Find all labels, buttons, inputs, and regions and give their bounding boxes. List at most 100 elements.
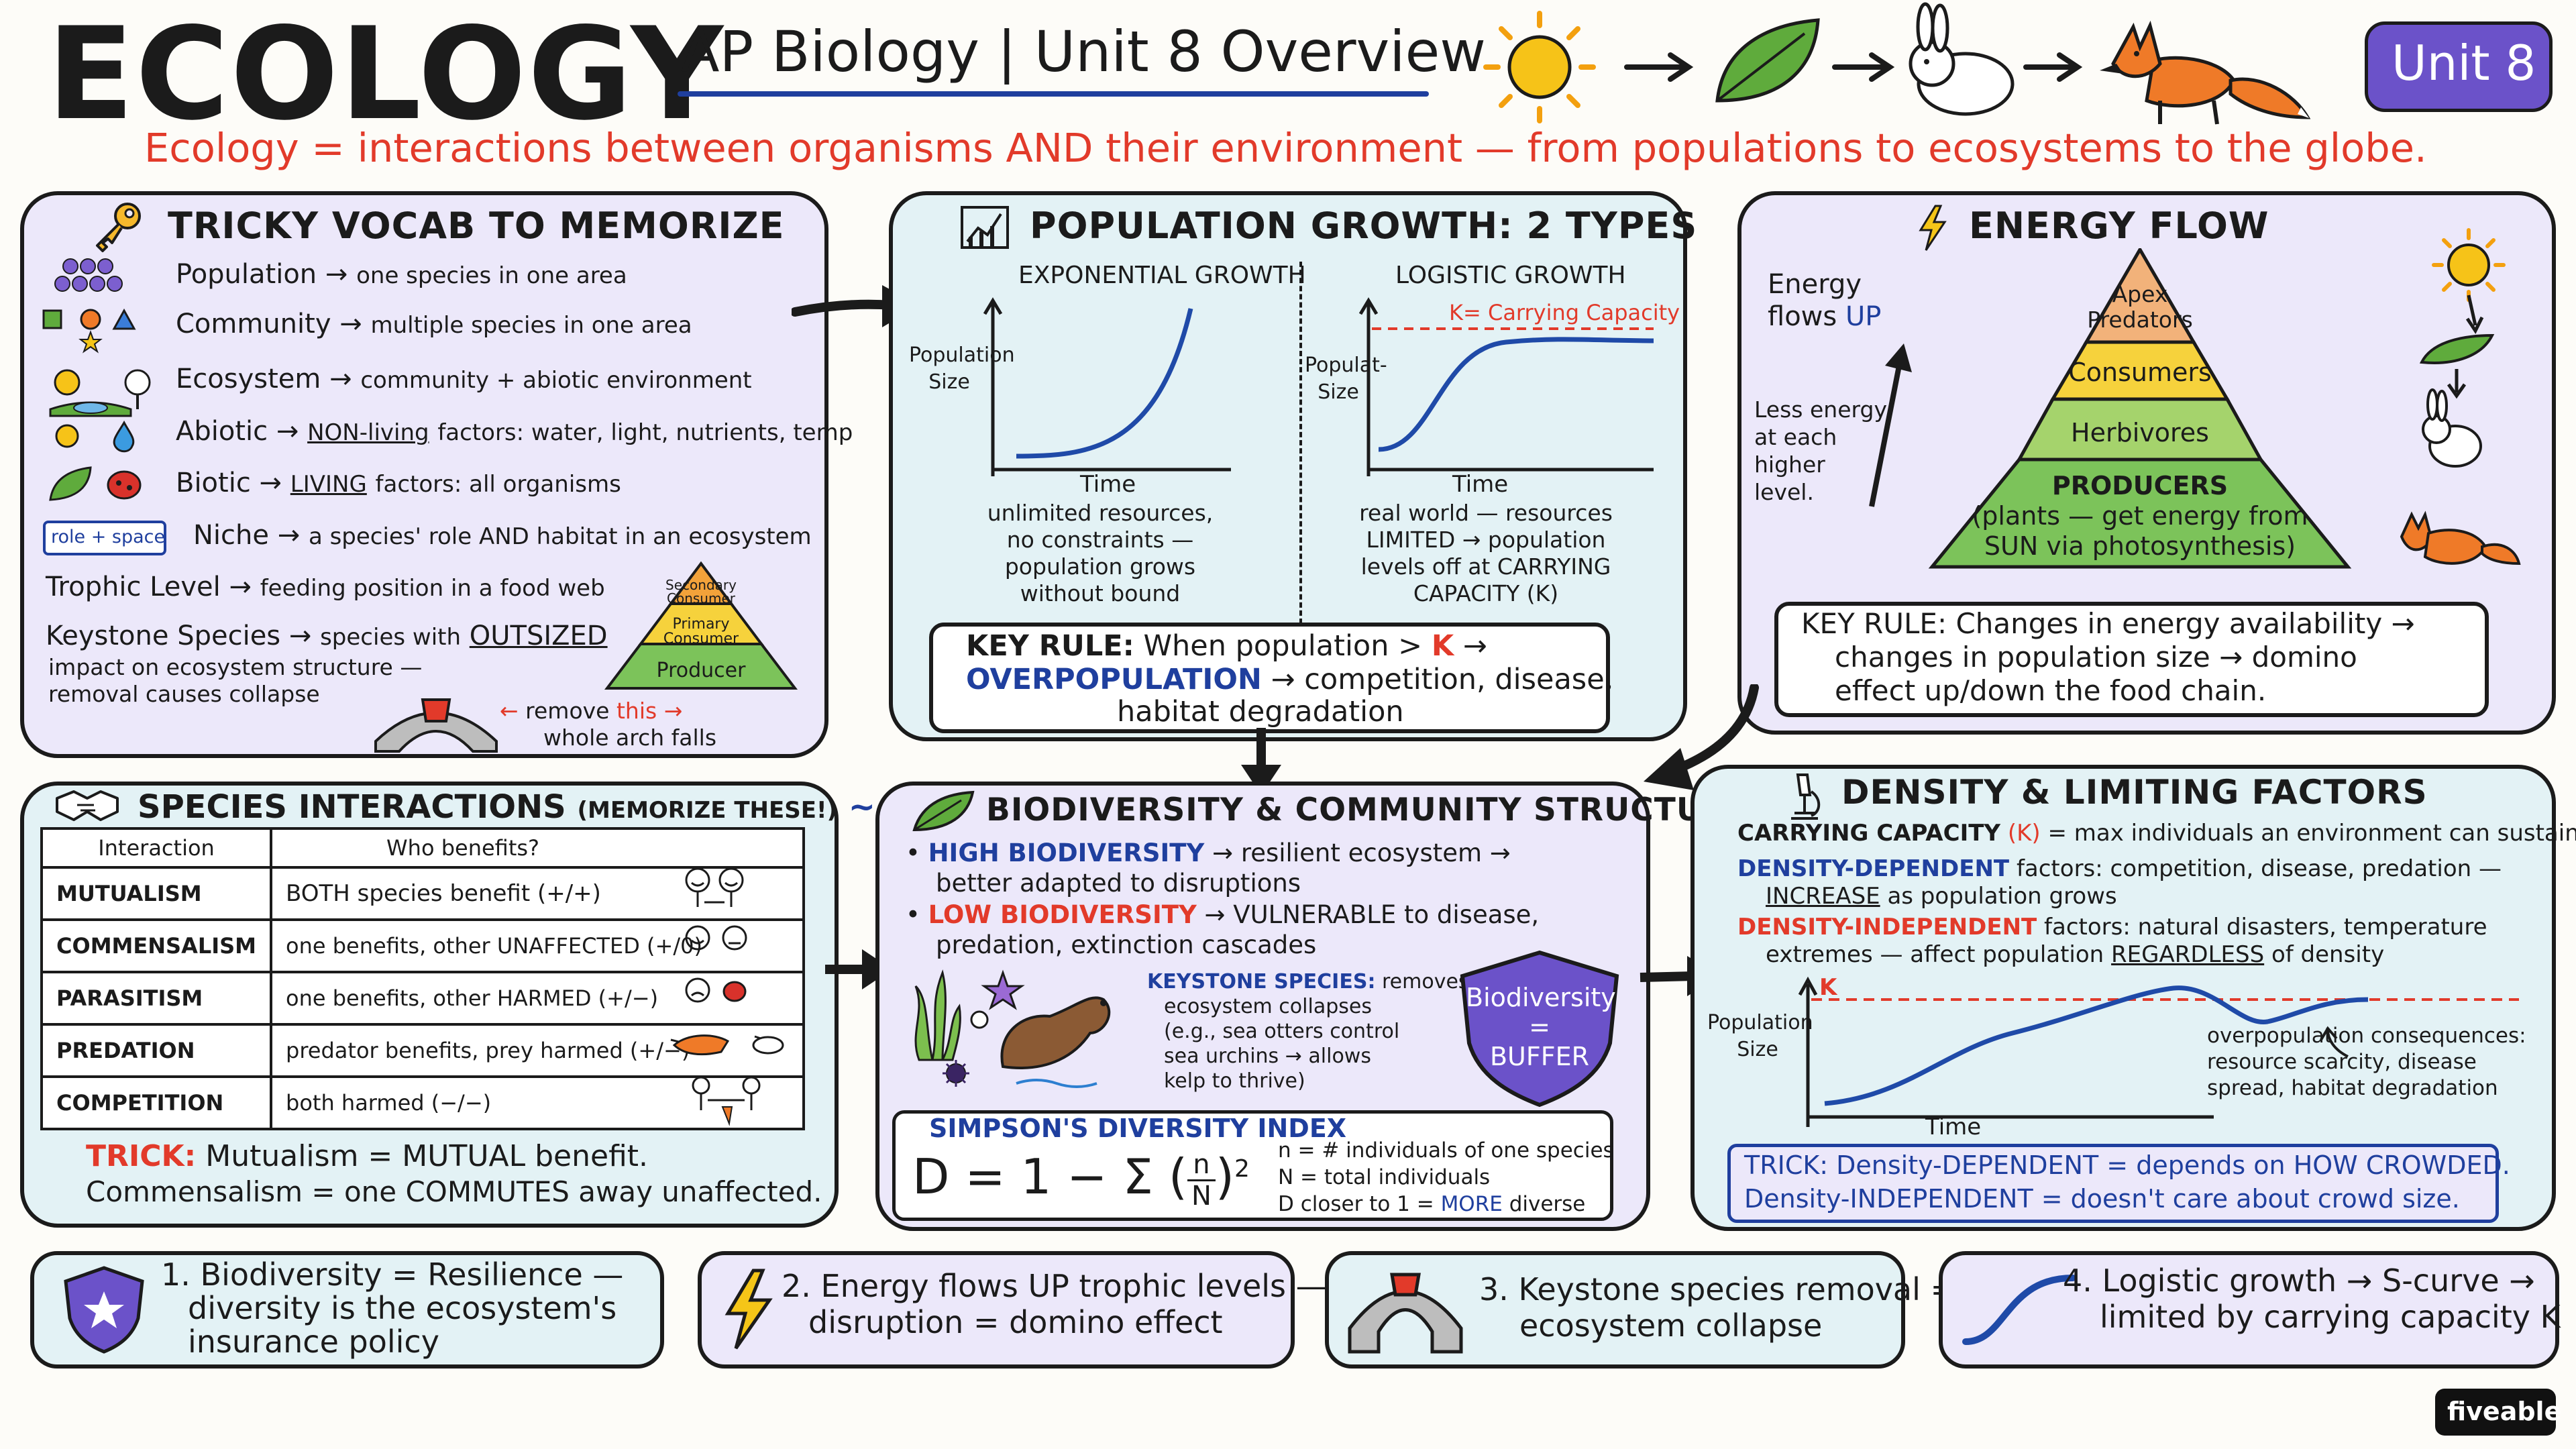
interaction-name: COMMENSALISM (40, 918, 273, 973)
table-row: PARASITISM one benefits, other HARMED (+… (40, 971, 805, 1026)
species-interactions-table: Interaction Who benefits? MUTUALISM BOTH… (40, 827, 805, 1130)
lightning-icon (724, 1269, 773, 1350)
sea-otter-kelp-illustration (914, 969, 1111, 1088)
density-dependent-line2: INCREASE as population grows (1766, 883, 2117, 910)
arch-icon (1348, 1273, 1463, 1354)
interaction-desc: BOTH species benefit (+/+) (270, 866, 805, 921)
interaction-name: MUTUALISM (40, 866, 273, 921)
table-row: COMPETITION both harmed (−/−) (40, 1075, 805, 1130)
vocab-term-population: Population → one species in one area (176, 259, 627, 290)
food-chain-header (1483, 2, 2311, 125)
low-biodiversity-line2: predation, extinction cascades (936, 930, 1317, 959)
handshake-icon (56, 790, 119, 821)
exp-heading: EXPONENTIAL GROWTH (1018, 262, 1306, 289)
density-title: DENSITY & LIMITING FACTORS (1841, 773, 2428, 812)
vocab-term-trophic: Trophic Level → feeding position in a fo… (46, 572, 605, 602)
density-independent-def: DENSITY-INDEPENDENT factors: natural dis… (1737, 914, 2487, 941)
fox-icon (2100, 20, 2311, 125)
biodiversity-buffer-shield (1460, 950, 1619, 1107)
growth-chart-icon (961, 206, 1009, 249)
s-curve-icon (1962, 1275, 2076, 1345)
sun-icon (1483, 11, 1596, 123)
growth-key-rule-line3: habitat degradation (1117, 695, 1404, 729)
summary-card-2 (698, 1251, 1295, 1368)
pyramid-herbivores: Herbivores (2071, 418, 2209, 447)
energy-up-arrow (1869, 343, 1912, 507)
unit-badge-label: Unit 8 (2392, 35, 2536, 91)
arrow-energy-to-biodiversity (1644, 684, 1759, 790)
log-ylabel: Populat- Size (1305, 354, 1387, 404)
density-trick: TRICK: Density-DEPENDENT = depends on HO… (1744, 1150, 2510, 1214)
growth-key-rule-line1: KEY RULE: When population > K → (966, 629, 1487, 663)
simpson-title: SIMPSON'S DIVERSITY INDEX (929, 1114, 1347, 1143)
density-population-chart (1798, 976, 2519, 1127)
vocab-title: TRICKY VOCAB TO MEMORIZE (168, 205, 785, 247)
overpopulation-annotation: overpopulation consequences:resource sca… (2207, 1024, 2526, 1100)
vocab-term-biotic: Biotic → LIVING factors: all organisms (176, 468, 621, 498)
density-xlabel: Time (1925, 1114, 1982, 1140)
abiotic-sun-water-icon (55, 420, 135, 453)
logistic-growth-chart (1358, 297, 1654, 476)
summary-card-1-text: 1. Biodiversity = Resilience —diversity … (161, 1256, 624, 1360)
growth-key-rule-box (929, 623, 1610, 733)
lightning-title-icon (1919, 205, 1947, 251)
mini-pyramid-primary: Primary Consumer (663, 616, 739, 647)
table-row: COMMENSALISM one benefits, other UNAFFEC… (40, 918, 805, 973)
keystone-def-line3: removal causes collapse (48, 681, 320, 707)
interaction-faces-icons (670, 867, 784, 1126)
exp-description: unlimited resources,no constraints —popu… (987, 500, 1214, 606)
mini-pyramid-secondary: Secondary Consumer (665, 577, 737, 606)
ecology-definition: Ecology = interactions between organisms… (144, 125, 2427, 171)
interaction-desc: both harmed (−/−) (270, 1075, 805, 1130)
community-shapes-icon (42, 308, 136, 354)
density-dependent-def: DENSITY-DEPENDENT factors: competition, … (1737, 855, 2502, 882)
simpson-box (892, 1110, 1613, 1221)
pyramid-consumers: Consumers (2068, 358, 2212, 387)
interactions-title: SPECIES INTERACTIONS (MEMORIZE THESE!) ~… (138, 788, 903, 826)
simpson-notes: n = # individuals of one species N = tot… (1278, 1138, 1614, 1216)
subtitle-underline (678, 91, 1429, 97)
leaf-icon (1715, 18, 1820, 103)
niche-tag (43, 521, 166, 555)
shield-label: Biodiversity=BUFFER (1466, 983, 1616, 1071)
growth-divider (1299, 262, 1302, 624)
interactions-trick-line1: TRICK: Mutualism = MUTUAL benefit. (86, 1139, 649, 1173)
interaction-desc: one benefits, other UNAFFECTED (+/0) (270, 918, 805, 973)
mini-trophic-pyramid (604, 561, 798, 690)
k-carrying-capacity-label: K= Carrying Capacity (1449, 300, 1680, 325)
pyramid-apex: Apex Predators (2087, 281, 2193, 333)
page-subtitle: AP Biology | Unit 8 Overview (681, 19, 1486, 85)
keystone-arch-icon (374, 698, 498, 753)
growth-title: POPULATION GROWTH: 2 TYPES (1030, 205, 1698, 247)
unit-badge (2365, 21, 2553, 112)
small-sun-icon (2432, 228, 2506, 302)
key-icon (96, 203, 141, 252)
niche-tag-label: role + space (51, 527, 166, 547)
arch-note-line1: ← remove this → (500, 698, 683, 724)
energy-key-rule: KEY RULE: Changes in energy availability… (1801, 607, 2415, 707)
carrying-capacity-def: CARRYING CAPACITY (K) = max individuals … (1737, 820, 2576, 847)
biodiversity-title: BIODIVERSITY & COMMUNITY STRUCTURE (986, 792, 1750, 828)
energy-title: ENERGY FLOW (1969, 205, 2269, 247)
interactions-trick-line2: Commensalism = one COMMUTES away unaffec… (86, 1175, 822, 1208)
vocab-term-ecosystem: Ecosystem → community + abiotic environm… (176, 364, 752, 394)
exp-ylabel: Population Size (909, 343, 1015, 394)
arrow-growth-to-biodiversity (1241, 728, 1281, 795)
biotic-leaf-bug-icon (49, 466, 142, 501)
growth-key-rule-line2: OVERPOPULATION → competition, disease, (966, 663, 1614, 696)
summary-card-4 (1939, 1251, 2559, 1368)
keystone-species-note: KEYSTONE SPECIES: removes → ecosystem co… (1147, 970, 1493, 1093)
population-dots-icon (54, 258, 123, 292)
interaction-desc: one benefits, other HARMED (+/−) (270, 971, 805, 1026)
ecosystem-scene-icon (49, 369, 151, 417)
table-header: Interaction (40, 827, 273, 869)
log-heading: LOGISTIC GROWTH (1395, 262, 1626, 289)
density-trick-box (1727, 1144, 2499, 1223)
summary-card-2-text: 2. Energy flows UP trophic levels —disru… (782, 1268, 1327, 1340)
keystone-def-line2: impact on ecosystem structure — (48, 654, 423, 680)
